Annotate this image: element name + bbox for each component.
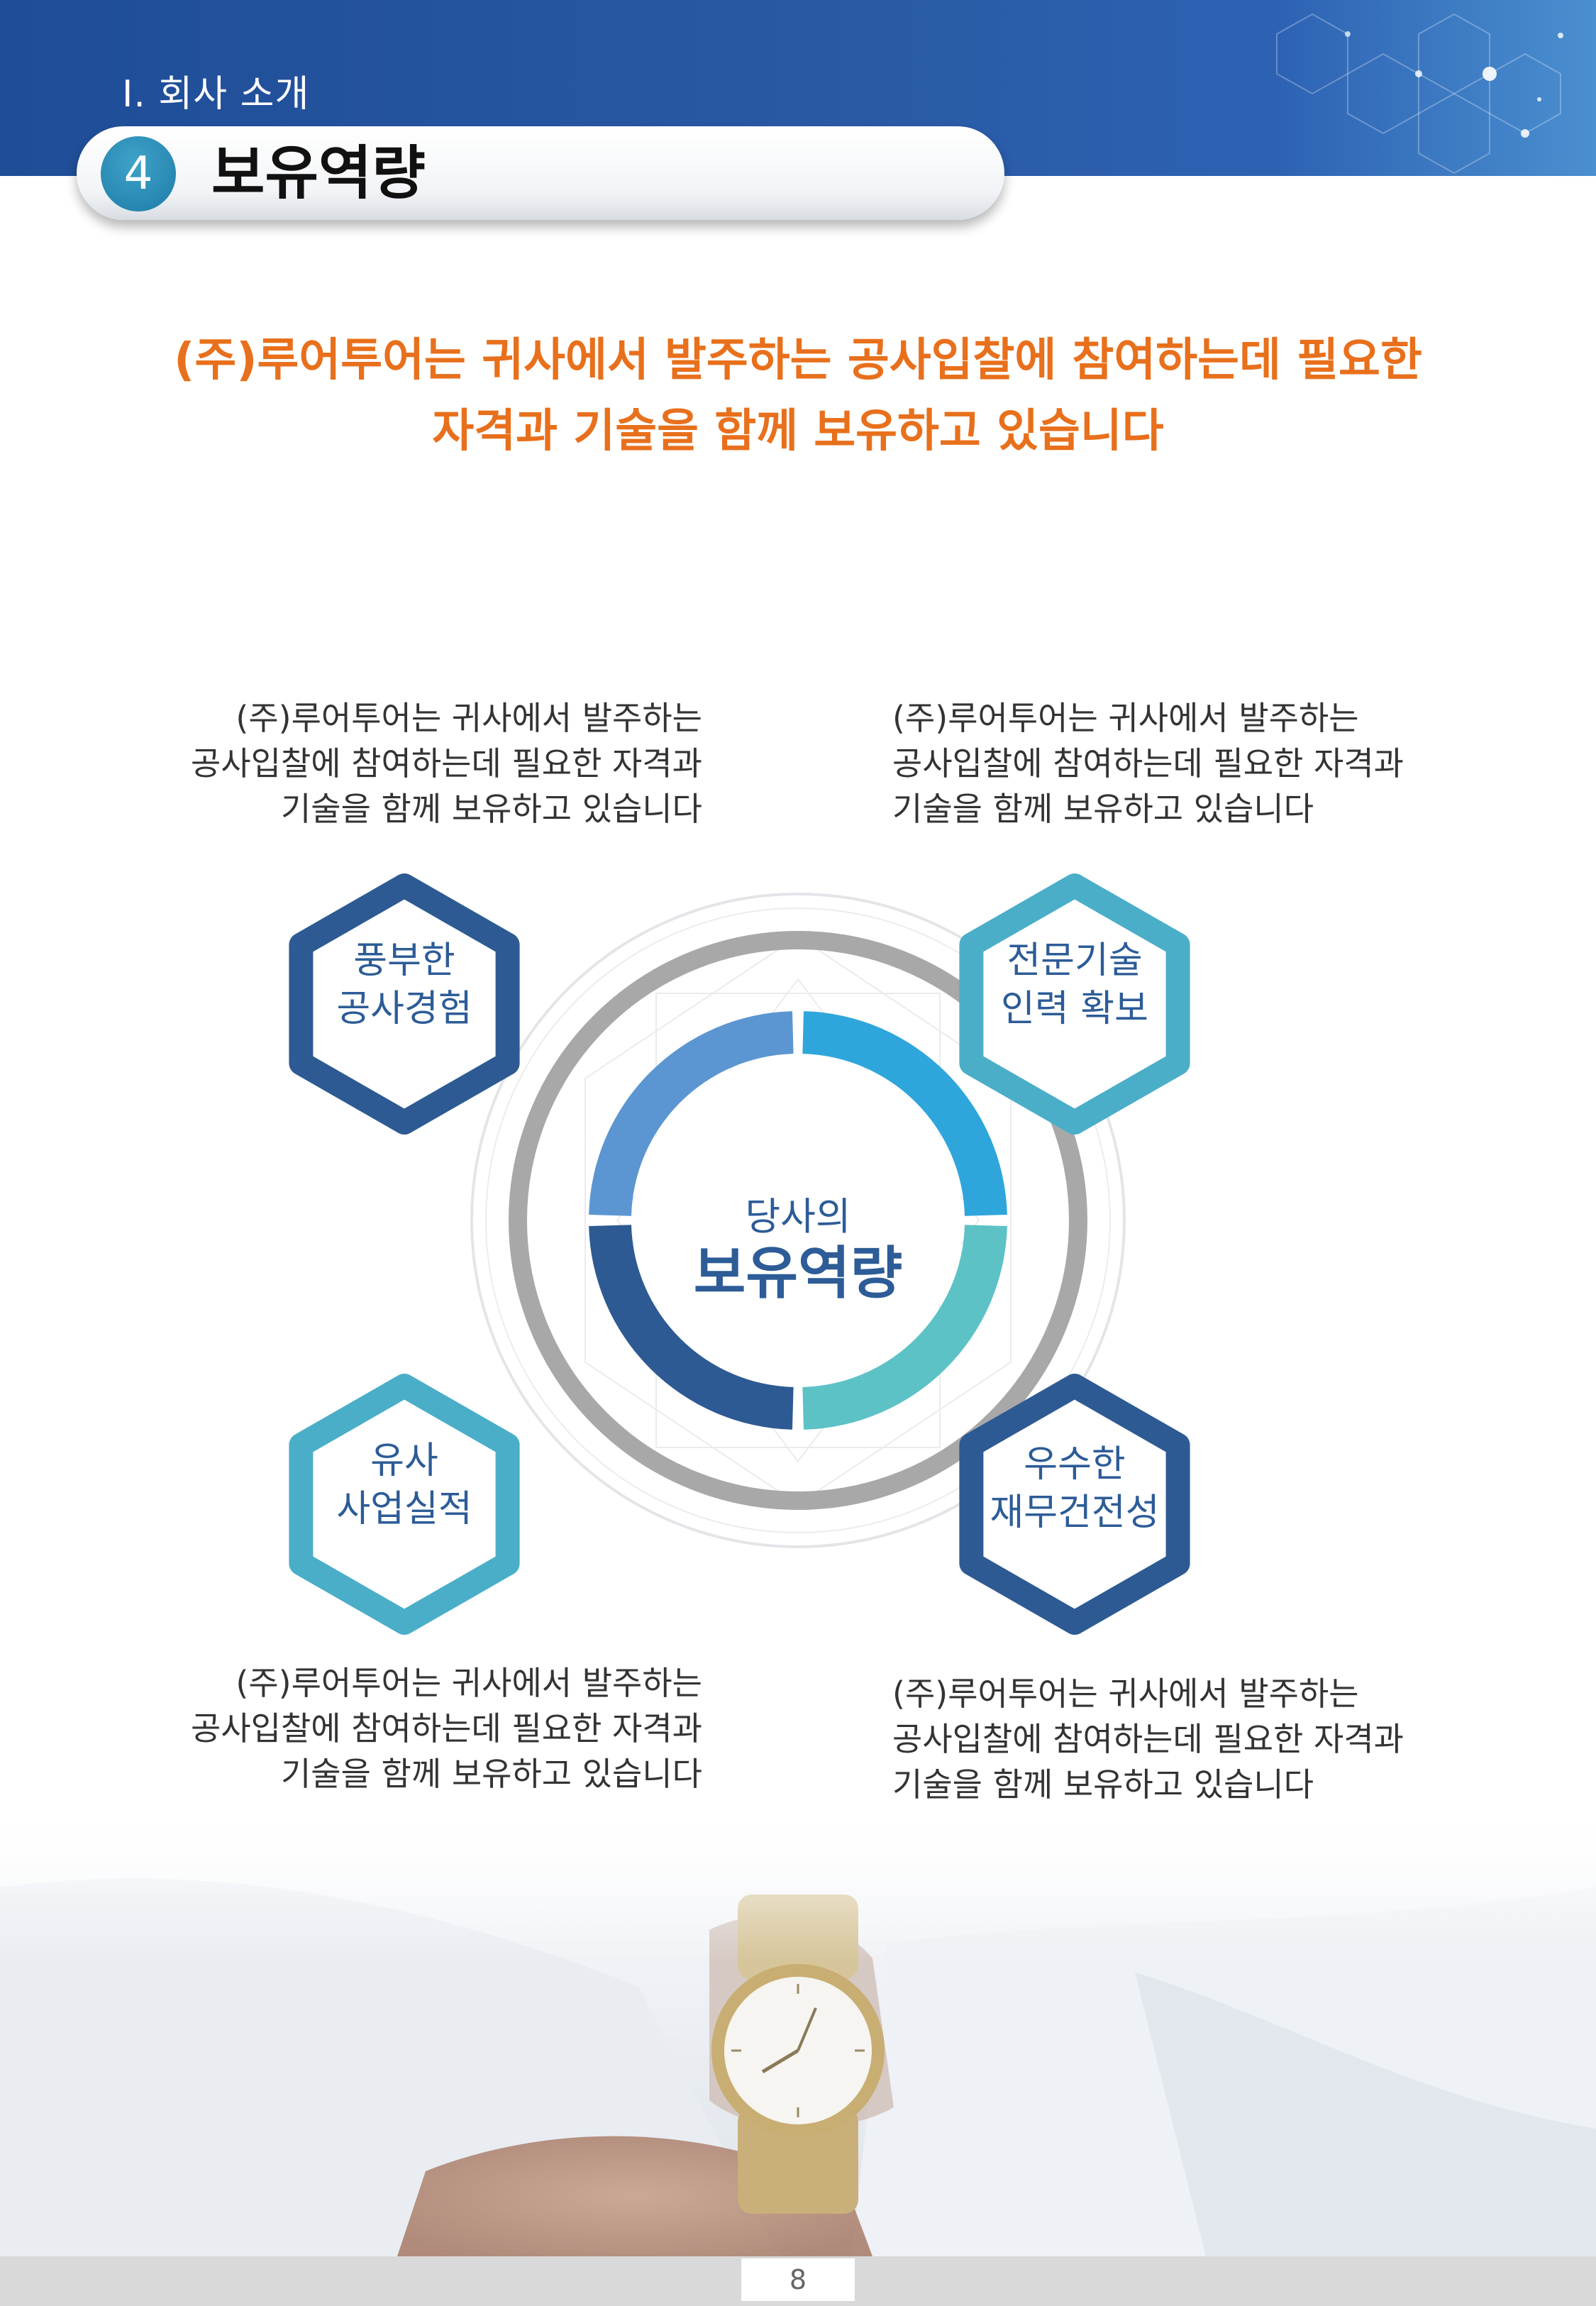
capability-label-experience: 풍부한 공사경험 bbox=[291, 937, 518, 1033]
capability-label-finance: 우수한 재무건전성 bbox=[961, 1440, 1188, 1537]
description-bottom-left: (주)루어투어는 귀사에서 발주하는 공사입찰에 참여하는데 필요한 자격과 기… bbox=[163, 1660, 702, 1797]
description-line: 공사입찰에 참여하는데 필요한 자격과 bbox=[191, 744, 702, 783]
description-line: (주)루어투어는 귀사에서 발주하는 bbox=[892, 699, 1359, 737]
description-line: (주)루어투어는 귀사에서 발주하는 bbox=[235, 1664, 702, 1702]
center-label-big: 보유역량 bbox=[693, 1240, 903, 1306]
ring-segment-top-left bbox=[589, 1011, 794, 1216]
description-line: 기술을 함께 보유하고 있습니다 bbox=[892, 1765, 1314, 1804]
hexagon-top-left bbox=[289, 873, 520, 1135]
title-pill bbox=[77, 126, 1004, 220]
description-line: 기술을 함께 보유하고 있습니다 bbox=[280, 1755, 702, 1793]
description-bottom-right: (주)루어투어는 귀사에서 발주하는 공사입찰에 참여하는데 필요한 자격과 기… bbox=[892, 1671, 1431, 1807]
description-line: (주)루어투어는 귀사에서 발주하는 bbox=[235, 699, 702, 737]
center-disc bbox=[633, 1056, 963, 1385]
capability-line-2: 재무건전성 bbox=[990, 1491, 1160, 1534]
description-line: 공사입찰에 참여하는데 필요한 자격과 bbox=[892, 744, 1404, 783]
description-line: (주)루어투어는 귀사에서 발주하는 bbox=[892, 1675, 1359, 1713]
page-title: 보유역량 bbox=[211, 140, 426, 207]
headline-line-2: 자격과 기술을 함께 보유하고 있습니다 bbox=[432, 405, 1164, 458]
headline-line-1: (주)루어투어는 귀사에서 발주하는 공사입찰에 참여하는데 필요한 bbox=[174, 334, 1422, 387]
capability-line-2: 공사경험 bbox=[336, 988, 472, 1030]
page-number: 8 bbox=[741, 2258, 855, 2301]
outer-faint-ring-2 bbox=[485, 907, 1111, 1533]
description-line: 공사입찰에 참여하는데 필요한 자격과 bbox=[191, 1709, 702, 1748]
wristwatch-illustration bbox=[0, 1802, 1596, 2256]
ring-segment-bottom-right bbox=[802, 1225, 1007, 1430]
section-label: I. 회사 소개 bbox=[122, 73, 310, 116]
capability-line-2: 사업실적 bbox=[336, 1488, 472, 1530]
wristwatch-photo bbox=[0, 1802, 1596, 2256]
outer-faint-ring bbox=[470, 893, 1126, 1548]
capability-line-1: 유사 bbox=[370, 1440, 438, 1482]
ring-segment-bottom-left bbox=[589, 1225, 794, 1430]
capability-line-1: 우수한 bbox=[1024, 1443, 1126, 1486]
description-top-left: (주)루어투어는 귀사에서 발주하는 공사입찰에 참여하는데 필요한 자격과 기… bbox=[163, 695, 702, 832]
description-line: 기술을 함께 보유하고 있습니다 bbox=[280, 790, 702, 828]
center-label-small: 당사의 bbox=[745, 1194, 851, 1239]
hexagon-bottom-left bbox=[289, 1374, 520, 1635]
hexagon-pattern-decoration bbox=[1276, 13, 1563, 175]
capability-line-2: 인력 확보 bbox=[1001, 988, 1148, 1030]
description-line: 기술을 함께 보유하고 있습니다 bbox=[892, 790, 1314, 828]
capability-line-1: 풍부한 bbox=[353, 939, 455, 982]
ring-segment-top-right bbox=[802, 1011, 1007, 1216]
description-top-right: (주)루어투어는 귀사에서 발주하는 공사입찰에 참여하는데 필요한 자격과 기… bbox=[892, 695, 1431, 832]
section-number-badge: 4 bbox=[101, 136, 176, 211]
hexagon-top-right bbox=[959, 873, 1190, 1135]
capability-label-track-record: 유사 사업실적 bbox=[291, 1437, 518, 1533]
gray-ring bbox=[509, 931, 1087, 1510]
capability-label-experts: 전문기술 인력 확보 bbox=[961, 937, 1188, 1033]
description-line: 공사입찰에 참여하는데 필요한 자격과 bbox=[892, 1720, 1404, 1758]
capability-line-1: 전문기술 bbox=[1007, 939, 1143, 982]
hexagon-bottom-right bbox=[959, 1374, 1190, 1635]
